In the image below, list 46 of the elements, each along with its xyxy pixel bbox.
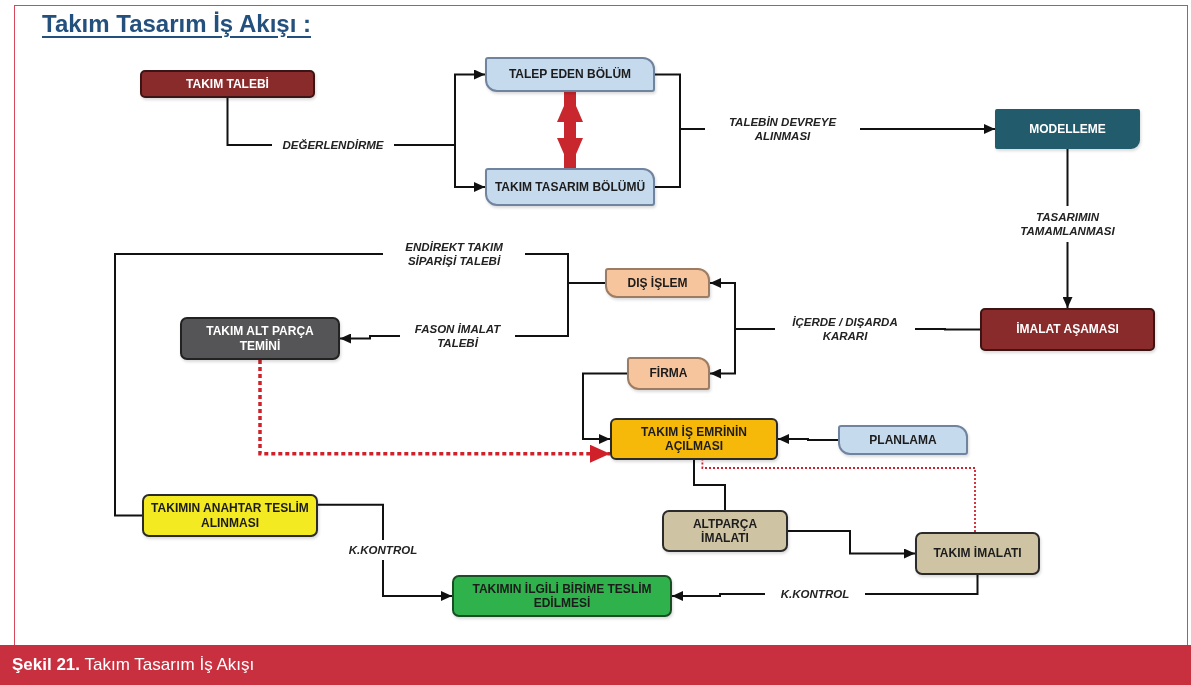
arrow xyxy=(777,434,839,444)
process-box: ALTPARÇA İMALATI xyxy=(662,510,788,552)
figure-caption: Şekil 21. Takım Tasarım İş Akışı xyxy=(0,645,1191,685)
process-box: PLANLAMA xyxy=(838,425,968,455)
flow-label: DEĞERLENDİRME xyxy=(272,135,394,155)
diagram-title: Takım Tasarım İş Akışı : xyxy=(42,10,311,38)
arrow xyxy=(582,372,628,444)
arrow xyxy=(1062,241,1073,309)
arrow xyxy=(339,333,401,344)
connector-line xyxy=(317,503,384,541)
arrow xyxy=(709,328,776,379)
connector-line xyxy=(914,328,981,331)
process-box: DIŞ İŞLEM xyxy=(605,268,710,298)
process-box: TAKIM İŞ EMRİNİN AÇILMASI xyxy=(610,418,778,460)
process-box: İMALAT AŞAMASI xyxy=(980,308,1155,351)
double-arrow xyxy=(557,92,583,168)
flow-label: TALEBİN DEVREYE ALINMASI xyxy=(705,111,860,147)
connector-line xyxy=(1066,148,1069,207)
arrow xyxy=(258,360,610,463)
connector-line xyxy=(514,282,606,337)
connector-line xyxy=(701,459,976,533)
process-box: MODELLEME xyxy=(995,109,1140,149)
connector-line xyxy=(693,459,726,511)
process-box: TAKIMIN ANAHTAR TESLİM ALINMASI xyxy=(142,494,318,537)
flow-label: FASON İMALAT TALEBİ xyxy=(400,318,515,354)
arrow xyxy=(382,559,453,601)
flow-label: İÇERDE / DIŞARDA KARARI xyxy=(775,312,915,346)
process-box: TAKIM TASARIM BÖLÜMÜ xyxy=(485,168,655,206)
flow-label: ENDİREKT TAKIM SİPARİŞİ TALEBİ xyxy=(383,236,525,272)
arrow xyxy=(393,144,486,192)
flow-label: K.KONTROL xyxy=(340,540,426,560)
connector-line xyxy=(864,574,979,595)
process-box: FİRMA xyxy=(627,357,710,390)
connector-line xyxy=(114,253,384,517)
connector-line xyxy=(226,97,273,146)
arrow xyxy=(859,124,996,134)
connector-line xyxy=(654,128,706,188)
arrow xyxy=(671,591,766,601)
arrow xyxy=(787,530,916,559)
process-box: TAKIM TALEBİ xyxy=(140,70,315,98)
process-box: TAKIM ALT PARÇA TEMİNİ xyxy=(180,317,340,360)
process-box: TAKIMIN İLGİLİ BİRİME TESLİM EDİLMESİ xyxy=(452,575,672,617)
process-box: TALEP EDEN BÖLÜM xyxy=(485,57,655,92)
process-box: TAKIM İMALATI xyxy=(915,532,1040,575)
flow-label: K.KONTROL xyxy=(765,584,865,604)
flow-label: TASARIMIN TAMAMLANMASI xyxy=(1015,206,1120,242)
